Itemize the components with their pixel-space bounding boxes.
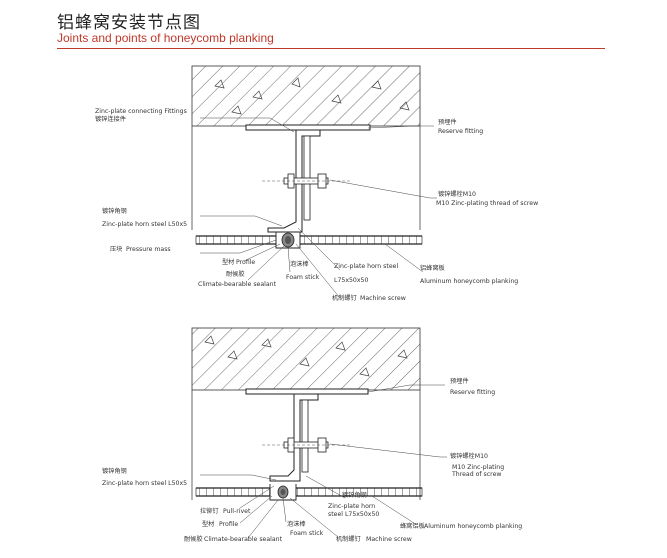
label-angle-cn: 镀锌角钢 <box>102 467 127 475</box>
label-profile-cn: 型材 <box>222 258 234 266</box>
label-zinc-fittings-cn: 镀锌连接件 <box>95 115 126 123</box>
concrete-wall <box>191 327 421 391</box>
label-alu-en: Aluminum honeycomb planking <box>420 278 518 285</box>
label-foam-en: Foam stick <box>286 274 320 281</box>
label-sealant-en: Climate-bearable sealant <box>204 536 283 543</box>
label-profile-cn: 型材 <box>202 520 214 528</box>
reserve-fitting-plate <box>245 124 371 131</box>
label-profile-en: Profile <box>236 259 255 266</box>
label-zinc-fittings-en: Zinc-plate connecting Fittings <box>95 108 187 115</box>
label-angle-en: Zinc-plate horn steel L50x5 <box>102 480 187 487</box>
label-sealant-cn: 耐候胶 <box>184 535 203 543</box>
label-bolt-en-2: Thread of screw <box>451 471 501 478</box>
connector-fitting <box>267 129 321 233</box>
label-horn75-en-2: L75x50x50 <box>334 277 368 284</box>
concrete-aggregate <box>204 335 408 377</box>
label-angle-en: Zinc-plate horn steel L50x5 <box>102 221 187 228</box>
label-reserve-cn: 预埋件 <box>438 118 457 126</box>
label-horn75-en-1: Zinc-plate horn steel <box>334 263 398 270</box>
label-angle-cn: 镀锌角钢 <box>102 207 127 215</box>
reserve-fitting-plate <box>245 388 369 395</box>
label-reserve-en: Reserve fitting <box>450 389 495 396</box>
label-horn75-cn: 镀锌角钢 <box>342 491 367 499</box>
label-bolt-en-1: M10 Zinc-plating <box>452 464 504 471</box>
honeycomb-panel-left <box>195 235 277 245</box>
concrete-aggregate <box>214 77 410 115</box>
detail-1: Zinc-plate connecting Fittings 镀锌连接件 预埋件… <box>95 65 538 302</box>
detail-2: 预埋件 Reserve fitting 镀锌角钢 Zinc-plate horn… <box>102 327 522 543</box>
label-bolt-cn: 镀锌螺栓M10 <box>438 190 476 198</box>
label-horn75-en-2: steel L75x50x50 <box>328 511 379 518</box>
label-bolt-en: M10 Zinc-plating thread of screw <box>436 200 538 207</box>
label-pressure-cn: 压块 <box>110 245 122 253</box>
page-title-cn: 铝蜂窝安装节点图 <box>57 13 201 33</box>
label-sealant-en: Climate-bearable sealant <box>198 281 277 288</box>
label-horn75-en-1: Zinc-plate horn <box>328 503 375 510</box>
label-alu-cn: 铝蜂窝板 <box>420 264 445 272</box>
label-foam-cn: 泡沫棒 <box>290 260 309 268</box>
label-machine-cn: 机制螺钉 <box>332 294 357 302</box>
label-alu-en: Aluminum honeycomb planking <box>424 523 522 530</box>
label-rivet-cn: 拉铆钉 <box>200 507 219 515</box>
label-alu-cn: 蜂窝铝板 <box>400 522 425 530</box>
label-profile-en: Profile <box>219 521 238 528</box>
label-foam-en: Foam stick <box>290 530 324 537</box>
title-divider <box>57 48 605 49</box>
label-machine-en: Machine screw <box>366 536 412 543</box>
page-title-en: Joints and points of honeycomb planking <box>57 31 274 45</box>
label-reserve-en: Reserve fitting <box>438 128 483 135</box>
connector-fitting <box>269 393 319 482</box>
label-machine-cn: 机制螺钉 <box>336 535 361 543</box>
concrete-wall <box>191 65 421 127</box>
label-bolt-cn: 镀锌螺栓M10 <box>450 452 488 460</box>
label-rivet-en: Pull-rivet <box>223 508 251 515</box>
label-pressure-en: Pressure mass <box>126 246 171 253</box>
honeycomb-panel-left <box>195 487 271 497</box>
honeycomb-panel-right <box>299 235 423 245</box>
label-reserve-cn: 预埋件 <box>450 377 469 385</box>
label-foam-cn: 泡沫棒 <box>287 520 306 528</box>
label-machine-en: Machine screw <box>360 295 406 302</box>
label-sealant-cn: 耐候胶 <box>226 270 245 278</box>
